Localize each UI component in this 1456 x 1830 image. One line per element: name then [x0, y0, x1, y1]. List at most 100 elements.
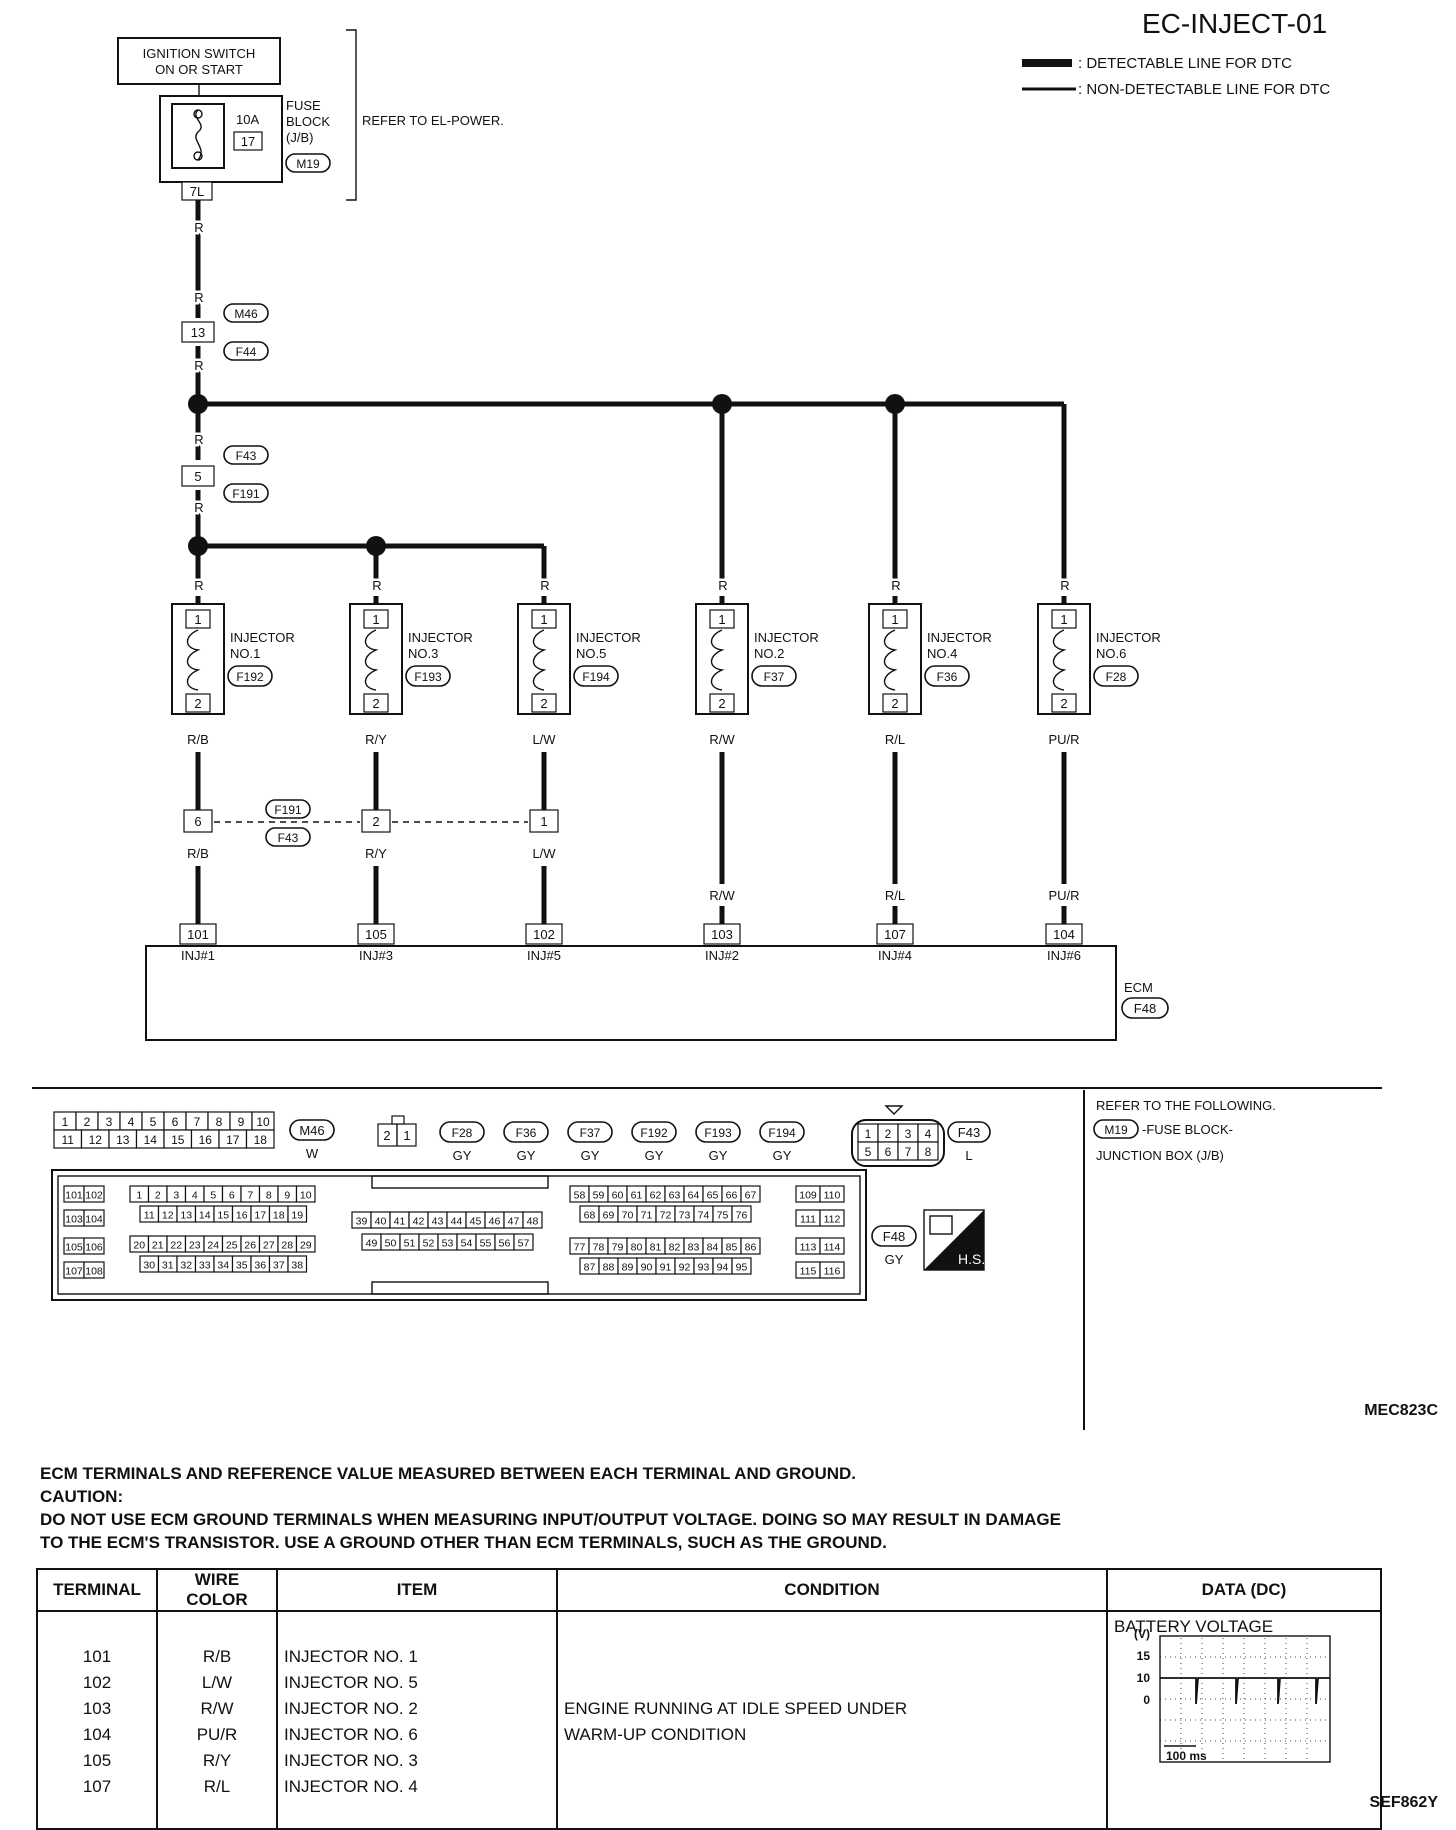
injector-wire-out: R/Y — [365, 732, 387, 747]
f48-pin: 87 — [584, 1262, 596, 1274]
header-wire-color: WIRE COLOR — [156, 1568, 278, 1612]
terminal-value: 101 — [82, 1647, 112, 1666]
injector-wire-out: R/W — [709, 732, 735, 747]
hs-label: H.S. — [958, 1251, 985, 1267]
note-line-2: CAUTION: — [40, 1487, 124, 1506]
f48-pin: 89 — [622, 1262, 634, 1274]
ecm-box — [145, 945, 1117, 1041]
connector-view-f48 — [51, 1169, 867, 1301]
joint-pin: 6 — [194, 814, 201, 829]
f48-pin-cell — [83, 1209, 105, 1227]
ecm-terminal-table: TERMINAL WIRE COLOR ITEM CONDITION DATA … — [36, 1568, 1382, 1830]
fuse-block-label-2: BLOCK — [286, 114, 330, 129]
injector-connector: F193 — [414, 670, 442, 684]
injector-part-color: GY — [581, 1148, 600, 1163]
f48-pin: 43 — [432, 1216, 444, 1228]
item-column: INJECTOR NO. 1 INJECTOR NO. 5 INJECTOR N… — [276, 1610, 558, 1830]
header-condition: CONDITION — [556, 1568, 1108, 1612]
f48-pin: 37 — [273, 1260, 285, 1272]
f48-pin: 103 — [65, 1214, 83, 1226]
f48-pin: 74 — [698, 1210, 710, 1222]
f48-pin: 21 — [152, 1240, 164, 1252]
joint-pin: 1 — [540, 814, 547, 829]
m46-pin: 1 — [62, 1115, 69, 1129]
condition-line: ENGINE RUNNING AT IDLE SPEED UNDER — [564, 1699, 908, 1718]
ecm-wire-label: R/L — [885, 888, 905, 903]
injector-pin: 2 — [718, 696, 725, 711]
data-column: BATTERY VOLTAGE — [1106, 1610, 1382, 1830]
wire-value: L/W — [201, 1673, 233, 1692]
notes: ECM TERMINALS AND REFERENCE VALUE MEASUR… — [40, 1462, 1061, 1554]
f48-pin-cell — [819, 1185, 845, 1203]
f48-pin: 113 — [800, 1242, 817, 1254]
ecm-pin: 102 — [533, 927, 555, 942]
m46-pin: 9 — [238, 1115, 245, 1129]
fuse-number: 17 — [241, 134, 255, 149]
legend-detectable: : DETECTABLE LINE FOR DTC — [1078, 55, 1292, 72]
f48-pin: 65 — [707, 1190, 719, 1202]
injector-number: NO.1 — [230, 646, 260, 661]
m46-pin: 17 — [226, 1133, 240, 1147]
injector-connector: F28 — [1106, 670, 1127, 684]
ecm-pin-label: INJ#2 — [705, 948, 739, 963]
f48-pin: 80 — [631, 1242, 643, 1254]
f48-pin: 5 — [210, 1190, 216, 1202]
ecm-pin-label: INJ#1 — [181, 948, 215, 963]
terminal-value: 105 — [82, 1751, 112, 1770]
header-terminal: TERMINAL — [36, 1568, 158, 1612]
injector-body — [1037, 603, 1091, 715]
wire-label-r: R — [194, 578, 203, 593]
f48-pin: 112 — [824, 1214, 841, 1226]
f48-pin: 63 — [669, 1190, 681, 1202]
legend-detectable-swatch — [1022, 59, 1072, 67]
connector-f43: F43 — [236, 449, 257, 463]
injector-connector: F192 — [236, 670, 264, 684]
terminal-value: 107 — [82, 1777, 112, 1796]
f48-pin: 104 — [85, 1214, 103, 1226]
f48-pin-cell — [740, 1237, 761, 1255]
terminal-value: 102 — [82, 1673, 112, 1692]
wire-value: R/W — [200, 1699, 234, 1718]
f43-pin: 6 — [885, 1145, 892, 1159]
joint-connector-f191: F191 — [274, 803, 302, 817]
f48-view-name: F48 — [883, 1229, 905, 1244]
f48-pin-cell — [819, 1261, 845, 1279]
f48-pin: 12 — [162, 1210, 174, 1222]
ecm-wire-label: R/W — [709, 888, 735, 903]
legend-nondetectable: : NON-DETECTABLE LINE FOR DTC — [1078, 81, 1330, 98]
ecm-wire-label: PU/R — [1048, 888, 1079, 903]
ecm-pin: 103 — [711, 927, 733, 942]
connector-f191: F191 — [232, 487, 260, 501]
refer-junction-box: JUNCTION BOX (J/B) — [1096, 1148, 1224, 1163]
f48-pin: 25 — [226, 1240, 238, 1252]
f48-pin: 36 — [254, 1260, 266, 1272]
f48-pin: 49 — [366, 1238, 378, 1250]
f48-pin: 19 — [291, 1210, 303, 1222]
fuse-rating: 10A — [236, 112, 259, 127]
f43-pin: 2 — [885, 1127, 892, 1141]
f48-pin: 40 — [375, 1216, 387, 1228]
f48-pin: 22 — [170, 1240, 182, 1252]
ecm-pin: 104 — [1053, 927, 1075, 942]
f48-pin-cell — [295, 1185, 316, 1203]
injector-name: INJECTOR — [754, 630, 819, 645]
m46-pin: 11 — [62, 1133, 75, 1147]
f48-pin: 114 — [824, 1242, 841, 1254]
injector-part-color: GY — [453, 1148, 472, 1163]
data-value: BATTERY VOLTAGE — [1114, 1617, 1274, 1636]
f48-pin-cell — [83, 1261, 105, 1279]
f43-pin: 8 — [925, 1145, 932, 1159]
f48-pin: 110 — [824, 1190, 841, 1202]
f48-pin: 48 — [527, 1216, 539, 1228]
f48-pin: 17 — [254, 1210, 266, 1222]
f48-pin: 45 — [470, 1216, 482, 1228]
injector-part-connector: F194 — [768, 1126, 796, 1140]
connector-f44: F44 — [236, 345, 257, 359]
injector-body — [517, 603, 571, 715]
injector-part-connector: F37 — [580, 1126, 601, 1140]
item-value: INJECTOR NO. 2 — [284, 1699, 418, 1718]
f48-pin: 13 — [180, 1210, 192, 1222]
f43-view-name: F43 — [958, 1125, 980, 1140]
